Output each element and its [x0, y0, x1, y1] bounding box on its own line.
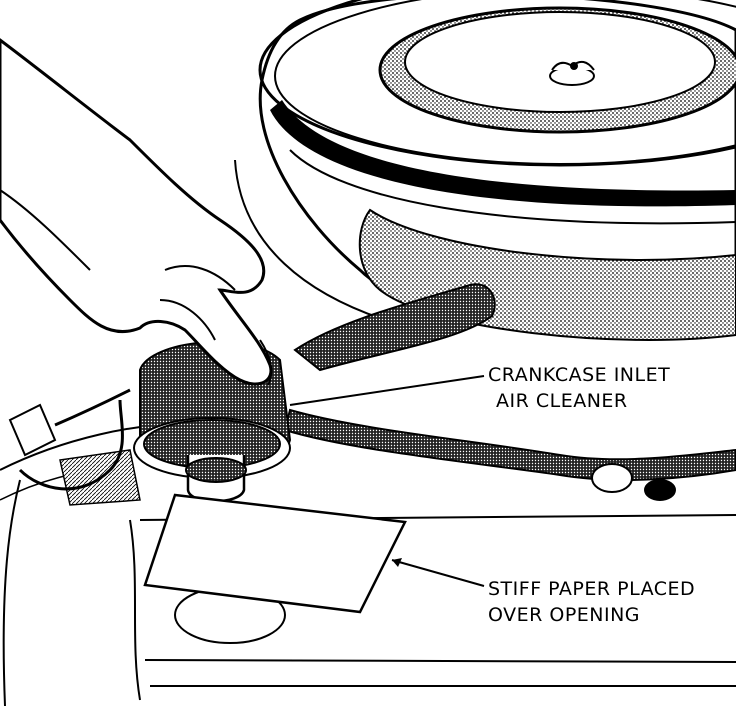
- stiff-paper-label-line1: STIFF PAPER PLACED: [488, 578, 696, 600]
- hand-illustration: [0, 38, 273, 386]
- ventilation-hose: [283, 283, 736, 501]
- leader-lines: [289, 375, 485, 587]
- air-cleaner-housing: [258, 0, 736, 341]
- stiff-paper-label-line2: OVER OPENING: [488, 604, 641, 626]
- stiff-paper-sheet: [143, 493, 407, 614]
- wire-connector: [8, 388, 131, 491]
- crankcase-inlet-callout: CRANKCASE INLET AIR CLEANER: [488, 362, 670, 414]
- crankcase-inlet-label-line2: AIR CLEANER: [496, 390, 628, 412]
- crankcase-inlet-label-line1: CRANKCASE INLET: [488, 364, 671, 386]
- stiff-paper-callout: STIFF PAPER PLACED OVER OPENING: [488, 576, 695, 628]
- wing-nut-icon: [549, 60, 595, 86]
